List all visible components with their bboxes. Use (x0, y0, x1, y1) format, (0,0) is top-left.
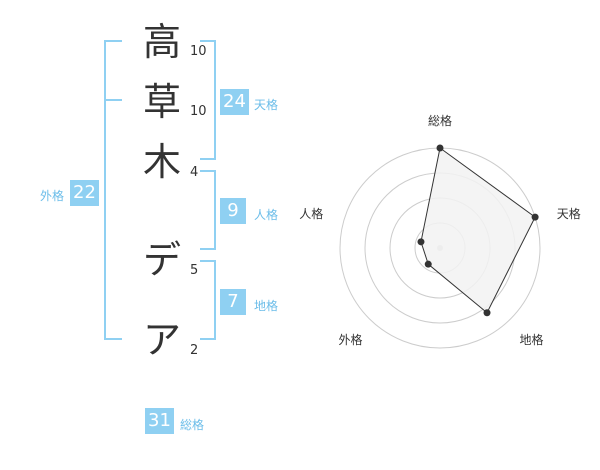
chikaku-label: 地格 (254, 299, 279, 313)
radar-axis-label-3: 地格 (519, 333, 544, 348)
gaikaku-bracket (104, 40, 122, 340)
gaikaku-value-badge: 22 (70, 180, 99, 206)
chikaku-bracket (200, 260, 216, 340)
stroke-count-4: 5 (190, 263, 199, 278)
radar-axis-label-4: 外格 (338, 333, 363, 348)
tenkaku-bracket (200, 40, 216, 160)
jinkaku-bracket (200, 170, 216, 250)
name-char-1: 高 (142, 20, 181, 64)
jinkaku-label: 人格 (254, 208, 279, 222)
gaikaku-bracket-tick (104, 99, 122, 101)
radar-axis-label-2: 天格 (556, 206, 581, 221)
radar-axis-label-5: 人格 (299, 206, 324, 221)
name-char-4: デ (142, 238, 181, 282)
name-char-2: 草 (142, 80, 181, 124)
radar-axis-label-1: 総格 (428, 114, 453, 128)
stroke-count-1: 10 (190, 44, 207, 59)
radar-point-1 (436, 144, 444, 152)
chikaku-value-badge: 7 (220, 289, 246, 315)
radar-point-3 (483, 309, 491, 317)
jinkaku-value-badge: 9 (220, 198, 246, 224)
tenkaku-value-badge: 24 (220, 89, 249, 115)
name-char-5: ア (142, 318, 181, 362)
tenkaku-label: 天格 (254, 98, 279, 112)
stroke-count-2: 10 (190, 104, 207, 119)
stroke-count-5: 2 (190, 343, 199, 358)
gaikaku-label: 外格 (40, 189, 65, 203)
soukaku-value-badge: 31 (145, 408, 174, 434)
radar-point-5 (417, 238, 425, 246)
soukaku-label: 総格 (180, 418, 205, 432)
stroke-count-3: 4 (190, 165, 199, 180)
name-char-3: 木 (142, 140, 181, 184)
radar-point-2 (531, 213, 539, 221)
radar-polygon (420, 147, 536, 314)
radar-point-4 (424, 260, 432, 268)
